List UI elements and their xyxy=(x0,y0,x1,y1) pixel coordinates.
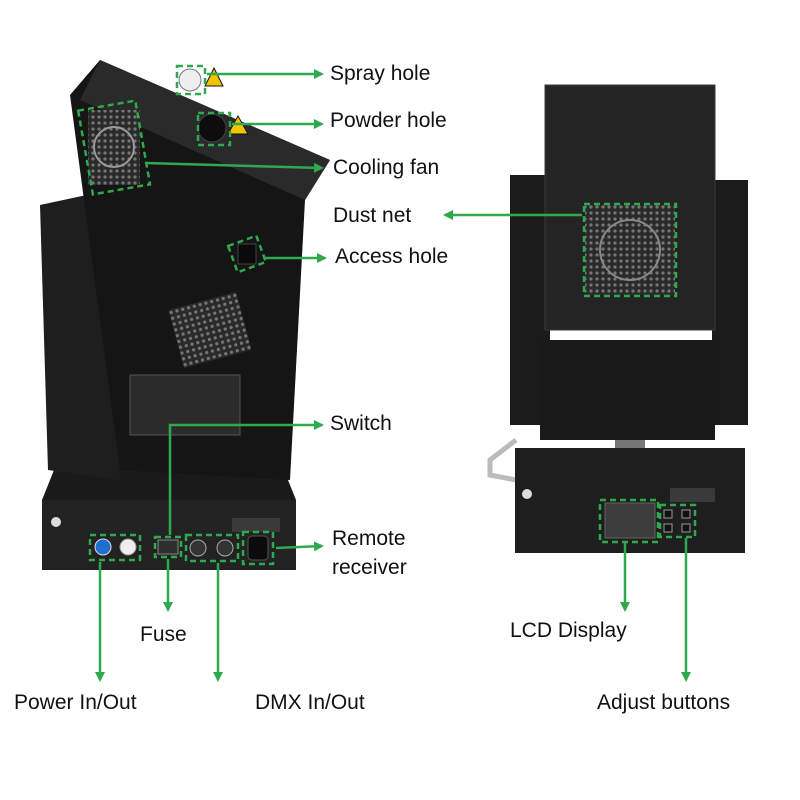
dust-net-grille xyxy=(585,205,675,295)
cooling-fan-icon xyxy=(93,126,135,168)
spray-hole-label: Spray hole xyxy=(330,62,431,85)
switch-label: Switch xyxy=(330,412,392,435)
dmx-in-connector-icon xyxy=(189,539,207,557)
power-out-connector-icon xyxy=(119,538,137,556)
adjust-button-icon xyxy=(681,509,691,519)
dmx-out-connector-icon xyxy=(216,539,234,557)
remote-receiver-arrow xyxy=(275,541,324,552)
spray-hole-box xyxy=(175,64,207,96)
powder-hole-box xyxy=(196,111,232,147)
power-box xyxy=(88,533,142,562)
power-in-connector-icon xyxy=(94,538,112,556)
right-lower-body xyxy=(540,340,715,440)
cooling-fan-grille xyxy=(88,110,140,185)
right-yoke-right xyxy=(712,180,748,425)
adjust-button-icon xyxy=(663,523,673,533)
spray-hole-icon xyxy=(178,68,202,92)
right-handle xyxy=(487,438,518,483)
right-base-logo xyxy=(522,489,532,499)
switch-arrow xyxy=(168,420,324,535)
left-machine xyxy=(40,60,330,570)
access-hole-box xyxy=(226,234,268,274)
right-small-label xyxy=(670,488,715,502)
rear-fan xyxy=(168,291,252,369)
powder-hole-label: Powder hole xyxy=(330,109,447,132)
remote-receiver-label-line1: Remote xyxy=(332,527,406,550)
adjust-button-icon xyxy=(663,509,673,519)
access-hole-icon xyxy=(237,243,257,265)
dmx-in-out-label: DMX In/Out xyxy=(255,691,365,714)
cooling-fan-arrow xyxy=(144,161,324,173)
fuse-holder-icon xyxy=(157,539,179,555)
adjust-buttons-label: Adjust buttons xyxy=(597,691,731,714)
spray-warning-icon xyxy=(204,66,224,87)
adjust-buttons-box xyxy=(658,503,697,539)
dmx-box xyxy=(184,533,240,563)
right-neck xyxy=(615,440,645,450)
fuse-label: Fuse xyxy=(140,623,187,646)
callout-boxes xyxy=(76,64,697,566)
remote-receiver-icon xyxy=(247,535,269,561)
power-in-out-label: Power In/Out xyxy=(14,691,137,714)
lcd-display-label: LCD Display xyxy=(510,619,627,642)
callout-arrows xyxy=(95,69,691,682)
access-hole-label: Access hole xyxy=(335,245,449,268)
remote-receiver-label-line2: receiver xyxy=(332,556,407,579)
cooling-fan-box xyxy=(76,99,152,196)
dust-net-box xyxy=(582,202,678,298)
cooling-fan-label: Cooling fan xyxy=(333,156,440,179)
remote-box xyxy=(241,530,275,566)
fuse-box xyxy=(153,535,183,559)
dust-net-label: Dust net xyxy=(333,204,412,227)
left-small-label xyxy=(232,518,280,532)
adjust-button-icon xyxy=(681,523,691,533)
dust-net-icon xyxy=(599,219,661,281)
powder-hole-icon xyxy=(197,113,227,143)
lcd-display-screen xyxy=(604,502,656,539)
left-base-logo xyxy=(51,517,61,527)
right-machine xyxy=(487,84,748,553)
